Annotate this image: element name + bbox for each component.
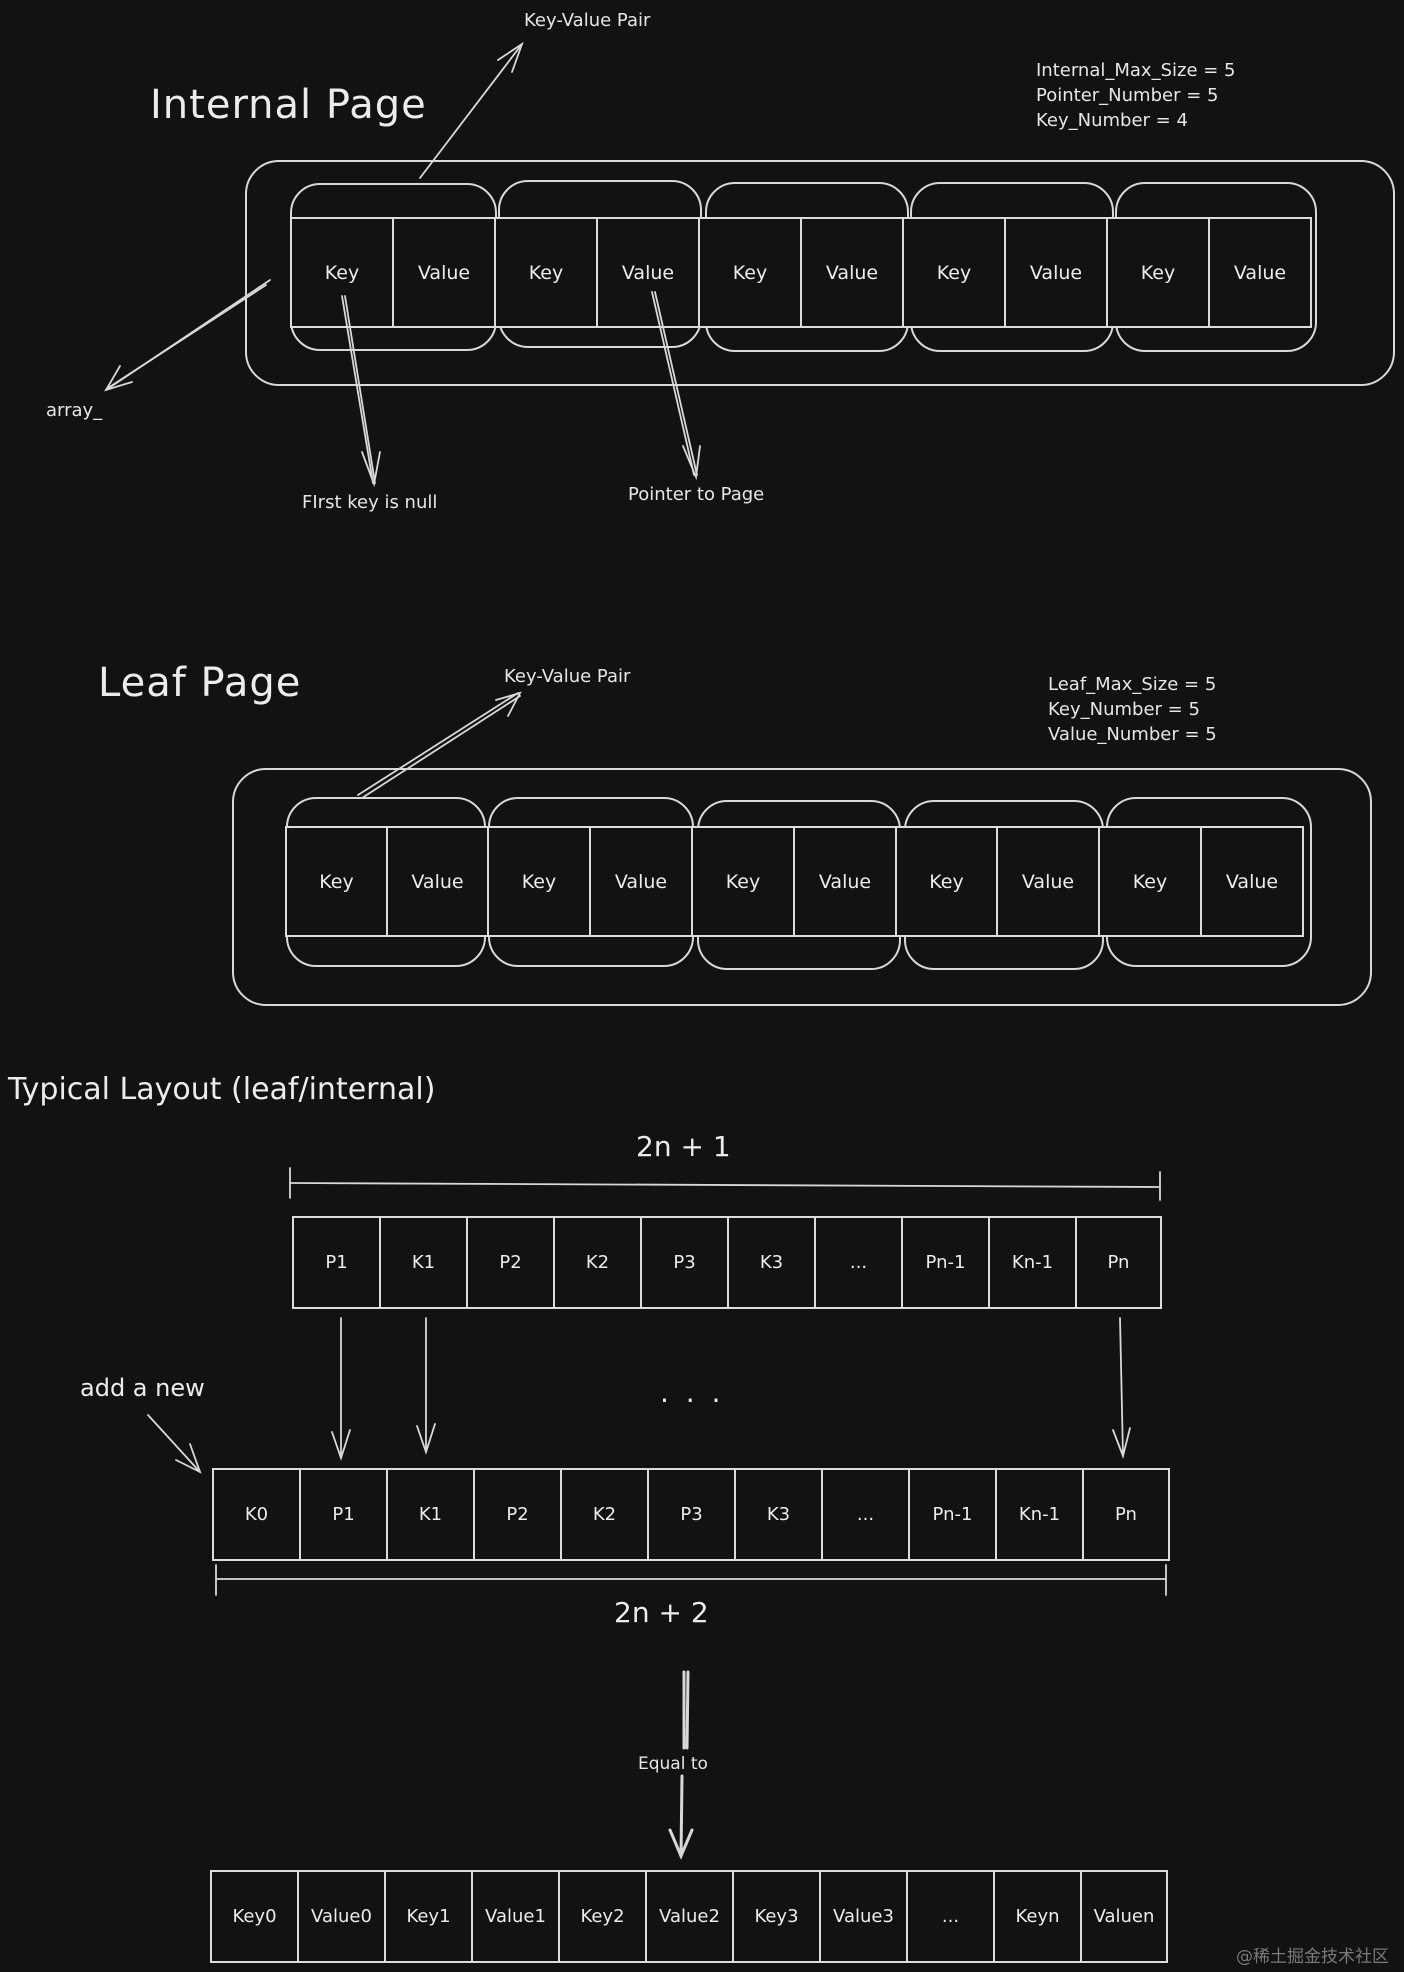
- internal-value-cell: Value: [800, 217, 904, 328]
- layout-cell: K1: [379, 1216, 468, 1309]
- internal-value-cell: Value: [392, 217, 496, 328]
- arrow-icon: [419, 41, 524, 179]
- layout-cell: Pn-1: [908, 1468, 997, 1561]
- internal-key-cell: Key: [698, 217, 802, 328]
- bottom-span-label: 2n + 2: [614, 1596, 709, 1629]
- top-layout-row: P1 K1 P2 K2 P3 K3 ... Pn-1 Kn-1 Pn: [292, 1216, 1162, 1309]
- leaf-key-cell: Key: [487, 826, 591, 937]
- layout-cell: P1: [299, 1468, 388, 1561]
- internal-key-cell: Key: [902, 217, 1006, 328]
- middle-layout-row: K0 P1 K1 P2 K2 P3 K3 ... Pn-1 Kn-1 Pn: [212, 1468, 1170, 1561]
- leaf-value-cell: Value: [793, 826, 897, 937]
- layout-cell: P1: [292, 1216, 381, 1309]
- internal-page-container: [245, 160, 1395, 386]
- layout-cell: K3: [734, 1468, 823, 1561]
- layout-cell: Value1: [471, 1870, 560, 1963]
- leaf-page-title: Leaf Page: [98, 660, 302, 706]
- stat-leaf-max-size: Leaf_Max_Size = 5: [1048, 674, 1217, 695]
- internal-key-cell: Key: [494, 217, 598, 328]
- bottom-layout-row: Key0 Value0 Key1 Value1 Key2 Value2 Key3…: [210, 1870, 1168, 1963]
- layout-cell: Kn-1: [988, 1216, 1077, 1309]
- leaf-key-cell: Key: [691, 826, 795, 937]
- internal-value-cell: Value: [596, 217, 700, 328]
- stat-internal-max-size: Internal_Max_Size = 5: [1036, 60, 1236, 81]
- arrow-icon: [331, 1317, 351, 1461]
- layout-cell: Value2: [645, 1870, 734, 1963]
- internal-page-title: Internal Page: [150, 82, 427, 128]
- layout-cell: ...: [906, 1870, 995, 1963]
- layout-cell: P3: [640, 1216, 729, 1309]
- watermark: @稀土掘金技术社区: [1236, 1947, 1389, 1967]
- internal-key-cell: Key: [1106, 217, 1210, 328]
- equal-to-label: Equal to: [636, 1752, 710, 1776]
- leaf-key-cell: Key: [285, 826, 388, 937]
- stat-value-number: Value_Number = 5: [1048, 724, 1217, 745]
- span-bracket-top: [289, 1167, 1161, 1201]
- leaf-value-cell: Value: [386, 826, 489, 937]
- layout-cell: Pn: [1082, 1468, 1170, 1561]
- arrow-icon: [416, 1317, 436, 1455]
- add-a-new-label: add a new: [80, 1374, 205, 1402]
- layout-cell: Key1: [384, 1870, 473, 1963]
- layout-cell: Value3: [819, 1870, 908, 1963]
- layout-cell: Key0: [210, 1870, 299, 1963]
- layout-cell: Key3: [732, 1870, 821, 1963]
- arrow-icon: [1112, 1317, 1131, 1459]
- stat-key-number: Key_Number = 5: [1048, 699, 1200, 720]
- top-span-label: 2n + 1: [636, 1130, 731, 1163]
- leaf-key-cell: Key: [895, 826, 998, 937]
- stat-pointer-number: Pointer_Number = 5: [1036, 85, 1219, 106]
- middle-ellipsis: . . .: [660, 1376, 725, 1409]
- internal-page-stats: Internal_Max_Size = 5 Pointer_Number = 5 K…: [1036, 58, 1236, 133]
- leaf-page-container: [232, 768, 1372, 1006]
- leaf-kv-pair-label: Key-Value Pair: [504, 666, 631, 687]
- layout-cell: K2: [560, 1468, 649, 1561]
- leaf-value-cell: Value: [589, 826, 693, 937]
- layout-cell: K2: [553, 1216, 642, 1309]
- internal-kv-pair-label: Key-Value Pair: [524, 10, 651, 31]
- internal-key-cell: Key: [290, 217, 394, 328]
- internal-value-cell: Value: [1208, 217, 1312, 328]
- typical-layout-title: Typical Layout (leaf/internal): [8, 1072, 436, 1107]
- span-bracket-bottom: [215, 1564, 1167, 1596]
- layout-cell: ...: [814, 1216, 903, 1309]
- layout-cell: ...: [821, 1468, 910, 1561]
- pointer-to-page-note: Pointer to Page: [628, 484, 765, 505]
- arrow-icon: [147, 1414, 202, 1474]
- leaf-key-cell: Key: [1098, 826, 1202, 937]
- layout-cell: K0: [212, 1468, 301, 1561]
- layout-cell: Kn-1: [995, 1468, 1084, 1561]
- layout-cell: Key2: [558, 1870, 647, 1963]
- leaf-value-cell: Value: [996, 826, 1100, 937]
- layout-cell: Value0: [297, 1870, 386, 1963]
- stat-key-number: Key_Number = 4: [1036, 110, 1188, 131]
- layout-cell: P2: [473, 1468, 562, 1561]
- internal-value-cell: Value: [1004, 217, 1108, 328]
- leaf-page-stats: Leaf_Max_Size = 5 Key_Number = 5 Value_Num…: [1048, 672, 1217, 747]
- layout-cell: K3: [727, 1216, 816, 1309]
- layout-cell: K1: [386, 1468, 475, 1561]
- layout-cell: Keyn: [993, 1870, 1082, 1963]
- layout-cell: P2: [466, 1216, 555, 1309]
- array-label: array_: [46, 400, 103, 421]
- layout-cell: Pn-1: [901, 1216, 990, 1309]
- leaf-value-cell: Value: [1200, 826, 1304, 937]
- leaf-array-row: Key Value Key Value Key Value Key Value …: [285, 826, 1304, 937]
- internal-array-row: Key Value Key Value Key Value Key Value …: [290, 217, 1312, 328]
- layout-cell: P3: [647, 1468, 736, 1561]
- first-key-null-note: FIrst key is null: [302, 492, 438, 513]
- layout-cell: Valuen: [1080, 1870, 1168, 1963]
- layout-cell: Pn: [1075, 1216, 1162, 1309]
